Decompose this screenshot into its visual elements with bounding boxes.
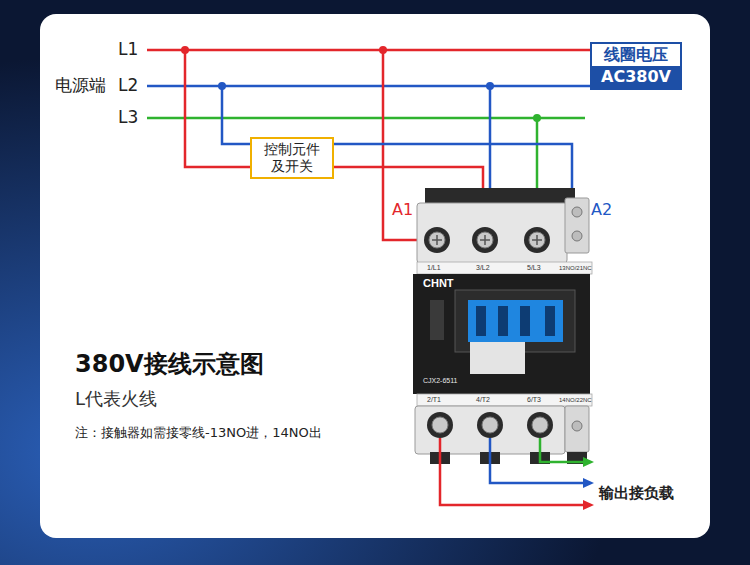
wire-connector <box>334 167 483 188</box>
legend-note: L代表火线 <box>75 388 157 410</box>
coil-voltage-heading: 线圈电压 <box>592 44 680 66</box>
terminal-label: 6/T3 <box>527 395 541 405</box>
blue-slide <box>468 300 563 342</box>
aux-terminal-block <box>565 406 589 452</box>
terminal-label: 2/T1 <box>427 395 441 405</box>
screw-slot <box>532 235 542 245</box>
contactor-body <box>413 274 590 394</box>
arrowhead <box>583 478 594 488</box>
screw-slot <box>432 235 442 245</box>
coil-terminal-label: A2 <box>591 200 612 219</box>
terminal-screw <box>424 227 450 253</box>
aux-contact-label: 14NO/22NC <box>559 395 592 405</box>
slide-slot <box>498 306 508 336</box>
control-feed-wire <box>222 86 250 144</box>
arrowhead <box>583 457 594 467</box>
control-feed-wire <box>185 50 250 167</box>
contactor-body: 1/L1 3/L2 5/L3 13NO/21NC CHNT CJX2-6511 2/T1 4/… <box>413 188 590 465</box>
body-post <box>430 300 444 340</box>
output-label: 输出接负载 <box>599 484 674 502</box>
phase-l1-wire <box>147 49 590 52</box>
screw-slot <box>480 235 490 245</box>
control-switch-box: 控制元件 及开关 <box>250 137 334 179</box>
output-wire <box>540 438 585 462</box>
control-switch-text: 控制元件 及开关 <box>261 141 323 175</box>
terminal-screw <box>429 232 445 248</box>
junction-dot <box>181 46 189 54</box>
white-panel <box>40 14 710 538</box>
output-wire <box>490 438 585 483</box>
slide-slot <box>520 306 530 336</box>
aux-screw <box>572 421 582 431</box>
arrowhead <box>583 500 594 510</box>
junction-dot <box>379 46 387 54</box>
wire-connector <box>334 144 572 188</box>
model-number: CJX2-6511 <box>423 376 458 386</box>
white-block <box>470 342 525 374</box>
diagram-title: 380V接线示意图 <box>75 349 264 379</box>
wiring-note: 注：接触器如需接零线-13NO进，14NO出 <box>75 424 322 441</box>
coil-voltage-box: 线圈电压AC380V <box>590 42 682 90</box>
phase-label: L2 <box>118 75 138 95</box>
coil-screw <box>572 207 582 217</box>
contactor-illustration <box>413 188 592 464</box>
coil-terminal-label: A1 <box>392 200 413 219</box>
label-strip <box>417 394 592 406</box>
terminal-screw <box>432 417 448 433</box>
aux-contact-label: 13NO/21NC <box>559 263 592 273</box>
terminal-screw <box>427 412 453 438</box>
terminal-screw <box>482 417 498 433</box>
coil-screw <box>572 231 582 241</box>
power-side-label: 电源端 <box>55 75 106 95</box>
junction-dot <box>533 114 541 122</box>
terminal-label: 5/L3 <box>527 263 541 273</box>
terminal-label: 1/L1 <box>427 263 441 273</box>
slide-slot <box>545 306 555 336</box>
terminal-label: 3/L2 <box>476 263 490 273</box>
terminal-cover <box>417 203 567 263</box>
junction-dots <box>181 46 541 122</box>
output-wires <box>440 438 585 505</box>
terminal-screw <box>529 232 545 248</box>
label-strip <box>417 262 592 274</box>
coil-voltage-value: AC380V <box>592 66 680 88</box>
brand-logo: CHNT <box>423 277 454 290</box>
terminal-screw <box>527 412 553 438</box>
terminal-screw <box>477 232 493 248</box>
phase-l3-wire <box>147 117 585 120</box>
junction-dot <box>486 82 494 90</box>
slide-slot <box>476 306 486 336</box>
phase-label: L3 <box>118 107 138 127</box>
terminal-screw <box>532 417 548 433</box>
terminal-screw <box>524 227 550 253</box>
junction-dot <box>218 82 226 90</box>
terminal-screw <box>477 412 503 438</box>
terminal-label: 4/T2 <box>476 395 490 405</box>
output-wire <box>440 438 585 505</box>
terminal-screw <box>472 227 498 253</box>
phase-l2-wire <box>147 85 590 88</box>
coil-terminal-block <box>565 198 589 253</box>
phase-label: L1 <box>118 39 138 59</box>
